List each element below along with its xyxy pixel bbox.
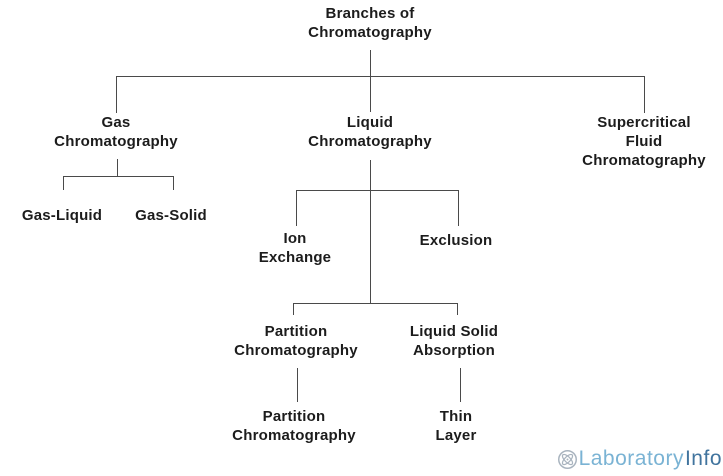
node-thin-layer: Thin Layer (435, 408, 477, 444)
connector-liquid-children-bar (296, 190, 458, 191)
connector-to-exclusion (458, 190, 459, 226)
atom-icon (557, 449, 578, 470)
connector-level1-bar (116, 76, 644, 77)
node-partition-chromatography: Partition Chromatography (234, 323, 358, 359)
node-liquid-chromatography: Liquid Chromatography (308, 114, 432, 150)
connector-gas-stem (117, 159, 118, 176)
connector-gas-children-bar (63, 176, 173, 177)
connector-liquid-solid-to-thin-layer (460, 368, 461, 402)
node-liquid-solid-absorption: Liquid Solid Absorption (409, 323, 499, 359)
connector-to-liquid-solid (457, 303, 458, 315)
brand-name-secondary: Info (684, 447, 722, 470)
connector-liquid-grandchildren-bar (293, 303, 457, 304)
node-gas-liquid: Gas-Liquid (21, 207, 103, 224)
node-gas-solid: Gas-Solid (135, 207, 207, 224)
brand-name-primary: Laboratory (578, 447, 684, 470)
connector-to-partition (293, 303, 294, 315)
connector-to-gas (116, 76, 117, 113)
connector-to-gas-solid (173, 176, 174, 190)
node-partition-chromatography-leaf: Partition Chromatography (232, 408, 356, 444)
connector-partition-to-partition (297, 368, 298, 402)
node-supercritical-fluid-chromatography: Supercritical Fluid Chromatography (582, 114, 706, 169)
connector-root-to-liquid (370, 50, 371, 112)
node-ion-exchange: Ion Exchange (258, 230, 332, 266)
node-branches-of-chromatography: Branches of Chromatography (308, 5, 432, 41)
connector-to-gas-liquid (63, 176, 64, 190)
node-exclusion: Exclusion (419, 232, 493, 249)
node-gas-chromatography: Gas Chromatography (54, 114, 178, 150)
connector-to-supercritical (644, 76, 645, 113)
connector-liquid-spine (370, 160, 371, 303)
connector-to-ion-exchange (296, 190, 297, 226)
laboratoryinfo-watermark[interactable]: Laboratory Info (557, 447, 722, 471)
